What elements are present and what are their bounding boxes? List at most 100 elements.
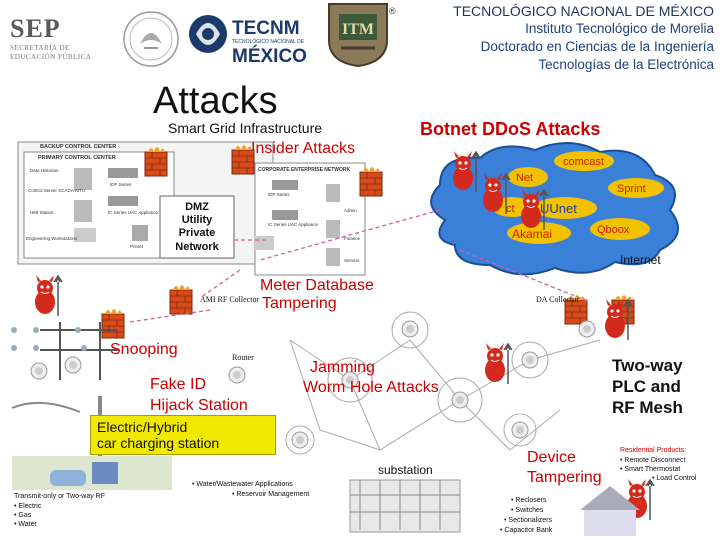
transmit-title: Transmit-only or Two-way RF: [14, 493, 105, 500]
attacker-devil-icon: [34, 274, 63, 317]
residential-title: Residential Products:: [620, 447, 686, 454]
sep-subtext-2: EDUCACIÓN PÚBLICA: [10, 53, 92, 61]
two-way-plc-label: Two-way PLC and RF Mesh: [612, 355, 683, 418]
equip-engineering: Engineering Workstations: [26, 236, 78, 241]
backup-label: BACKUP CONTROL CENTER: [40, 144, 116, 150]
itm-logo: ITM: [328, 3, 388, 68]
provider-net: Net: [516, 172, 533, 184]
equip-control-server: Control Server SCADA-MTU: [28, 188, 85, 193]
two-way-line2: PLC and: [612, 377, 681, 396]
firewall-icon: [169, 284, 193, 315]
meter-icon: [64, 356, 82, 374]
equip-servers: Servers: [344, 258, 360, 263]
ev-line2: car charging station: [97, 435, 220, 451]
mexico-seal-logo: [123, 11, 179, 67]
area-name: Tecnologías de la Electrónica: [538, 57, 714, 72]
residential-disconnect: • Remote Disconnect: [620, 457, 686, 464]
jamming-label-1: Jamming: [310, 359, 375, 376]
router-label: Router: [232, 353, 254, 362]
botnet-title: Botnet DDoS Attacks: [420, 119, 600, 139]
provider-sprint: Sprint: [617, 183, 646, 195]
substation-illustration: [349, 479, 461, 533]
substation-label: substation: [378, 463, 433, 477]
da-collector-label: DA Collector: [536, 295, 579, 304]
tecnm-logo: TECNM TECNOLÓGICO NACIONAL DE MÉXICO: [189, 15, 307, 67]
two-way-line3: RF Mesh: [612, 398, 683, 417]
firewall-icon: [101, 308, 125, 339]
insider-attacks-label: Insider Attacks: [251, 140, 355, 157]
insulators: [11, 327, 87, 351]
transmit-water: • Water: [14, 521, 37, 528]
charging-station-illustration: [11, 396, 172, 490]
meter-db-label-2: Tampering: [262, 295, 337, 312]
fake-id-label-1: Fake ID: [150, 376, 206, 393]
equip-idp: IDP Series: [268, 192, 290, 197]
dmz-line1: DMZ: [185, 201, 209, 213]
equip-idf: IDF Series: [110, 182, 132, 187]
infra-title: Smart Grid Infrastructure: [168, 120, 322, 136]
ev-line1: Electric/Hybrid: [97, 419, 188, 435]
sep-logo: SEP SECRETARÍA DE EDUCACIÓN PÚBLICA: [10, 14, 110, 80]
sep-logo-text: SEP: [10, 14, 61, 43]
ami-collector-label: AMI RF Collector: [200, 295, 259, 304]
two-way-line1: Two-way: [612, 356, 683, 375]
provider-comcast: comcast: [563, 156, 604, 168]
device-tampering-label-2: Tampering: [527, 469, 602, 486]
provider-qboox: Qboox: [597, 224, 630, 236]
house-illustration: [580, 486, 640, 536]
cloud-providers: [492, 151, 664, 244]
ev-charging-box: Electric/Hybrid car charging station: [90, 415, 276, 455]
water-app-1: • Water/Wastewater Applications: [192, 481, 293, 488]
provider-uunet: UUnet: [540, 201, 577, 216]
equip-ic-series: IC Series UAC Appliance: [108, 210, 159, 215]
attacker-devil-icon: [484, 342, 513, 385]
control-center-equipment: [74, 168, 340, 266]
tecnm-logo-line1: TECNM: [232, 18, 300, 39]
registered-mark: ®: [389, 6, 396, 16]
dist-capacitor: • Capacitor Bank: [500, 527, 553, 534]
dmz-line2: Utility: [182, 214, 213, 226]
equip-finance: Finance: [344, 236, 361, 241]
equip-admin: Admin: [344, 208, 357, 213]
equip-hmi: HMI Station: [30, 210, 54, 215]
itm-logo-text: ITM: [342, 21, 374, 38]
water-app-2: • Reservoir Management: [232, 491, 309, 498]
attack-paths: [129, 209, 591, 323]
equip-printer: Printer: [130, 244, 144, 249]
dist-switches: • Switches: [511, 507, 544, 514]
slide-title: Attacks: [153, 80, 278, 122]
snooping-label: Snooping: [110, 341, 178, 358]
jamming-label-2: Worm Hole Attacks: [303, 379, 439, 396]
corporate-label: CORPORATE ENTERPRISE NETWORK: [258, 167, 351, 173]
dmz-line4: Network: [175, 241, 219, 253]
transmit-electric: • Electric: [14, 503, 42, 510]
primary-label: PRIMARY CONTROL CENTER: [38, 155, 116, 161]
residential-load-control: • Load Control: [652, 475, 697, 482]
dist-reclosers: • Reclosers: [511, 497, 547, 504]
power-line-tower: [40, 322, 118, 380]
tecnm-logo-line2: MÉXICO: [232, 45, 307, 67]
sep-subtext-1: SECRETARÍA DE: [10, 44, 70, 52]
device-tampering-label-1: Device: [527, 449, 576, 466]
firewall-icon: [231, 144, 255, 175]
equip-data-historian: Data Historian: [30, 168, 59, 173]
firewall-icon: [359, 166, 383, 197]
dmz-box: [159, 195, 235, 259]
transmit-gas: • Gas: [14, 512, 32, 519]
tecnm-logo-subline: TECNOLÓGICO NACIONAL DE: [232, 38, 305, 45]
institution-header: TECNOLÓGICO NACIONAL DE MÉXICO Instituto…: [453, 2, 714, 74]
meter-db-label-1: Meter Database: [260, 277, 374, 294]
campus-name: Instituto Tecnológico de Morelia: [525, 21, 714, 36]
internet-label: Internet: [620, 253, 661, 267]
fake-id-label-2: Hijack Station: [150, 397, 248, 414]
equip-ic-series-2: IC Series UAC Appliance: [268, 222, 319, 227]
dist-sectionalizers: • Sectionalizers: [504, 517, 552, 524]
meter-icon: [30, 362, 48, 380]
program-name: Doctorado en Ciencias de la Ingeniería: [480, 39, 714, 54]
firewall-icon: [144, 146, 168, 177]
residential-thermostat: • Smart Thermostat: [620, 466, 680, 473]
institution-name: TECNOLÓGICO NACIONAL DE MÉXICO: [453, 3, 714, 19]
smart-grid-attack-diagram: Smart Grid Infrastructure BACKUP CONTROL…: [11, 119, 697, 536]
provider-akamai: Akamai: [512, 227, 552, 241]
provider-ct: ct: [506, 203, 515, 215]
